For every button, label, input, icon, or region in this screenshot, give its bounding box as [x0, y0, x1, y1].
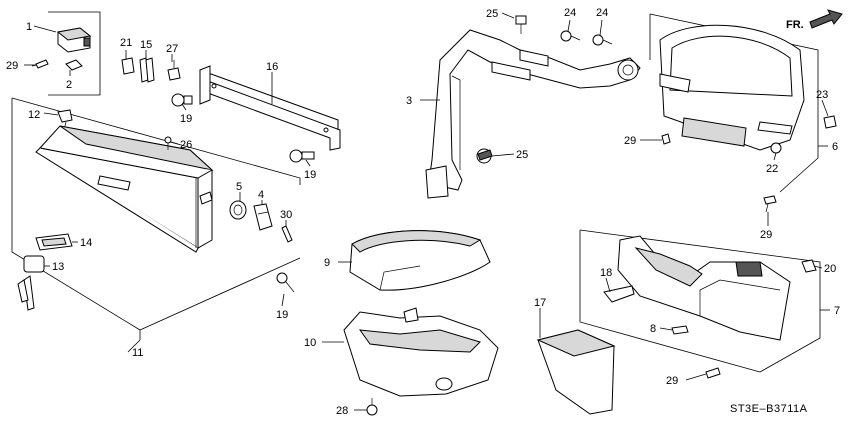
part-14-latch: [35, 233, 73, 251]
part-24-bolt-b: [592, 34, 613, 46]
part-16-bracket: [199, 65, 341, 151]
callout-28: 28: [336, 405, 348, 417]
part-29-screw-c: [763, 195, 777, 213]
callout-6: 6: [832, 141, 838, 153]
part-30-pin: [281, 225, 293, 243]
part-2-bulb: [65, 59, 83, 71]
callout-16: 16: [266, 61, 278, 73]
callout-19-b: 19: [304, 169, 316, 181]
part-29-screw: [31, 59, 49, 69]
part-27-clip: [167, 60, 181, 81]
callout-7: 7: [834, 305, 840, 317]
callout-23: 23: [816, 89, 828, 101]
callout-13: 13: [52, 261, 64, 273]
part-9-column-cover-upper: [349, 230, 491, 291]
callout-9: 9: [324, 257, 330, 269]
part-3-steering-hanger: [425, 29, 641, 199]
part-20-clip: [801, 259, 817, 273]
callout-29-top-left: 29: [6, 60, 18, 72]
part-23-clip: [823, 115, 837, 129]
callout-2: 2: [66, 79, 72, 91]
callout-25-a: 25: [486, 8, 498, 20]
callout-1: 1: [26, 21, 32, 33]
callout-24-b: 24: [596, 7, 608, 19]
part-11-glove-box: [35, 125, 214, 253]
part-13-key-cylinder: [17, 255, 45, 311]
callout-8: 8: [650, 323, 656, 335]
callout-22: 22: [766, 163, 778, 175]
part-24-bolt-a: [560, 30, 581, 42]
part-6-meter-visor: [659, 24, 805, 151]
part-25-bolt-a: [515, 15, 527, 34]
callout-25-b: 25: [516, 149, 528, 161]
part-26-screw: [164, 136, 172, 150]
part-15-clip: [139, 57, 155, 83]
direction-label: FR.: [786, 19, 804, 31]
callout-11: 11: [132, 347, 143, 359]
callout-15: 15: [140, 39, 152, 51]
callout-18: 18: [600, 267, 612, 279]
callout-27: 27: [166, 43, 178, 55]
part-28-bolt: [366, 398, 378, 416]
part-18-bracket: [603, 285, 635, 303]
callout-29-b: 29: [624, 135, 636, 147]
callout-29-c: 29: [760, 229, 772, 241]
part-7-lower-panel: [617, 235, 791, 341]
callout-24-a: 24: [564, 7, 576, 19]
callout-17: 17: [534, 297, 546, 309]
part-22-grommet: [770, 142, 782, 154]
callout-19-a: 19: [180, 113, 192, 125]
callout-21: 21: [120, 37, 132, 49]
callout-5: 5: [236, 181, 242, 193]
callout-3: 3: [406, 95, 412, 107]
callout-10: 10: [304, 337, 316, 349]
part-12-clip: [57, 109, 73, 131]
part-1-switch: [56, 27, 92, 53]
part-25-bolt-b: [476, 148, 493, 164]
part-17-pocket: [536, 329, 616, 415]
callout-20: 20: [824, 263, 836, 275]
part-19-bolt-a: [171, 93, 193, 107]
direction-arrow-icon: [809, 9, 843, 29]
part-5-damper: [229, 200, 247, 220]
callout-26: 26: [180, 139, 192, 151]
callout-30: 30: [280, 209, 292, 221]
part-10-column-cover-lower: [343, 307, 499, 397]
part-29-screw-d: [705, 367, 721, 379]
callout-19-c: 19: [276, 309, 288, 321]
callout-4: 4: [258, 189, 264, 201]
callout-12: 12: [28, 109, 40, 121]
callout-14: 14: [80, 237, 92, 249]
part-4-clip: [253, 203, 273, 231]
leader-lines: [24, 12, 830, 411]
part-29-screw-b: [661, 133, 671, 145]
part-19-bolt-b: [289, 149, 315, 163]
part-19-bolt-c: [276, 272, 295, 293]
callout-labels: 1 29 2 12 21 15 27 19 16 26 19 5 4 30 19…: [6, 7, 840, 417]
part-8-pin: [671, 325, 689, 335]
diagram-code: ST3E–B3711A: [730, 403, 808, 415]
part-21-clip: [121, 57, 135, 75]
callout-29-d: 29: [666, 375, 678, 387]
